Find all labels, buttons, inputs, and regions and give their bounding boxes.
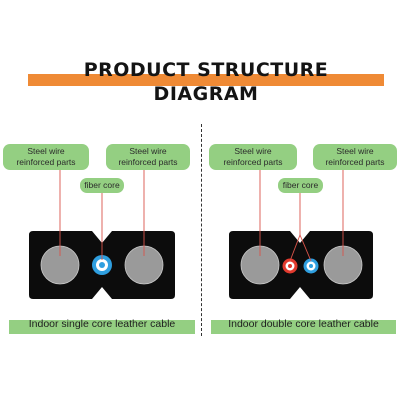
caption-double: Indoor double core leather cable bbox=[211, 318, 396, 334]
label-fiber-core: fiber core bbox=[80, 178, 124, 193]
caption-single-text: Indoor single core leather cable bbox=[28, 318, 176, 330]
cable-double-core bbox=[229, 170, 373, 299]
label-fiber-core-double: fiber core bbox=[278, 178, 323, 193]
label-steel-wire-right: Steel wire reinforced parts bbox=[106, 144, 190, 170]
caption-double-text: Indoor double core leather cable bbox=[228, 318, 379, 330]
cable-single-core bbox=[29, 170, 175, 299]
caption-single: Indoor single core leather cable bbox=[9, 318, 195, 334]
title-bar: PRODUCT STRUCTURE DIAGRAM bbox=[28, 58, 384, 105]
page-title: PRODUCT STRUCTURE DIAGRAM bbox=[83, 59, 329, 105]
panel-divider bbox=[201, 124, 202, 336]
label-steel-wire-right-double: Steel wire reinforced parts bbox=[313, 144, 397, 170]
label-steel-wire-left: Steel wire reinforced parts bbox=[3, 144, 89, 170]
title-underline bbox=[28, 74, 384, 86]
label-steel-wire-left-double: Steel wire reinforced parts bbox=[209, 144, 297, 170]
